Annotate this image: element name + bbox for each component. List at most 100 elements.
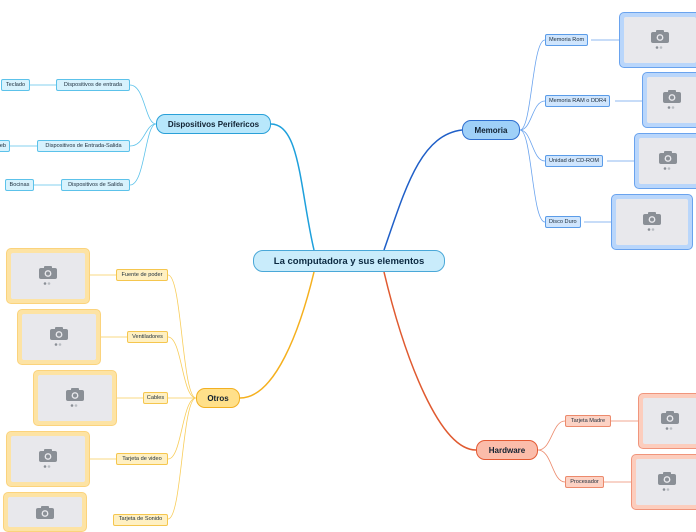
camera-icon — [50, 327, 68, 340]
subtopic-memoria-ram[interactable]: Memoria RAM o DDR4 — [545, 95, 611, 107]
image-fuente-de-poder[interactable] — [6, 248, 90, 304]
image-placeholder — [647, 77, 696, 123]
dots-icon — [663, 167, 671, 170]
subtopic-label: Tarjeta Madre — [570, 418, 606, 424]
camera-icon — [643, 212, 661, 225]
leaf-teclado[interactable]: Teclado — [1, 79, 30, 91]
image-disco-duro[interactable] — [611, 194, 693, 250]
image-placeholder — [643, 398, 696, 444]
image-memoria-ram[interactable] — [642, 72, 696, 128]
connector-hardware — [383, 271, 477, 451]
subtopic-label: Ventiladores — [132, 334, 163, 340]
subtopic-label: Fuente de poder — [121, 272, 163, 278]
camera-icon — [657, 472, 676, 485]
mind-map-connectors — [10, 39, 642, 520]
connector-madre — [537, 420, 566, 451]
image-placeholder — [38, 375, 112, 421]
topic-memoria[interactable]: Memoria — [462, 120, 520, 140]
subtopic-tarjeta-de-sonido[interactable]: Tarjeta de Sonido — [113, 514, 168, 526]
camera-icon — [39, 266, 57, 279]
image-cables[interactable] — [33, 370, 117, 426]
image-ventiladores[interactable] — [17, 309, 101, 365]
image-placeholder — [11, 436, 85, 482]
topic-memoria-label: Memoria — [474, 125, 508, 135]
connector-memoria-disco — [519, 129, 546, 223]
topic-dispositivos-perifericos[interactable]: Dispositivos Perifericos — [156, 114, 271, 134]
connector-entrada — [129, 84, 157, 125]
camera-icon — [66, 388, 84, 401]
image-placeholder — [636, 459, 696, 505]
subtopic-label: Memoria Rom — [549, 37, 585, 43]
image-memoria-rom[interactable] — [619, 12, 696, 68]
camera-icon — [36, 506, 54, 519]
leaf-label: Teclado — [5, 82, 26, 88]
connector-procesador — [537, 449, 566, 483]
connector-otros — [239, 271, 315, 399]
connector-perifericos — [270, 123, 315, 251]
image-placeholder — [616, 199, 688, 245]
subtopic-dispositivos-entrada[interactable]: Dispositivos de entrada — [56, 79, 130, 91]
subtopic-label: Procesador — [570, 479, 599, 485]
image-tarjeta-madre[interactable] — [638, 393, 696, 449]
camera-icon — [661, 411, 679, 424]
topic-otros[interactable]: Otros — [196, 388, 240, 408]
topic-perifericos-label: Dispositivos Perifericos — [167, 119, 260, 129]
central-topic[interactable]: La computadora y sus elementos — [253, 250, 445, 272]
subtopic-dispositivos-entrada-salida[interactable]: Dispositivos de Entrada-Salida — [37, 140, 130, 152]
connector-memoria — [383, 129, 463, 251]
subtopic-unidad-cd[interactable]: Unidad de CD-ROM — [545, 155, 604, 167]
connector-sonido — [167, 397, 197, 520]
dots-icon — [70, 404, 78, 407]
camera-icon — [663, 90, 681, 103]
camera-icon — [659, 151, 677, 164]
image-placeholder — [8, 497, 82, 527]
connector-fuente — [167, 274, 197, 399]
subtopic-memoria-rom[interactable]: Memoria Rom — [545, 34, 589, 46]
image-tarjeta-de-sonido[interactable] — [3, 492, 87, 532]
dots-icon — [43, 465, 51, 468]
dots-icon — [43, 282, 51, 285]
subtopic-label: Unidad de CD-ROM — [549, 158, 600, 164]
dots-icon — [667, 106, 675, 109]
topic-otros-label: Otros — [207, 393, 229, 403]
image-placeholder — [11, 253, 85, 299]
subtopic-ventiladores[interactable]: Ventiladores — [127, 331, 168, 343]
leaf-eb[interactable]: eb — [0, 140, 10, 152]
subtopic-label: Cables — [146, 395, 165, 401]
subtopic-label: Disco Duro — [549, 219, 577, 225]
subtopic-label: Tarjeta de Sonido — [118, 516, 163, 522]
connector-ventiladores — [167, 336, 197, 399]
subtopic-procesador[interactable]: Procesador — [565, 476, 604, 488]
subtopic-label: Dispositivos de Entrada-Salida — [45, 143, 122, 149]
image-procesador[interactable] — [631, 454, 696, 510]
connector-video — [167, 397, 197, 460]
dots-icon — [662, 488, 669, 491]
leaf-label: eb — [0, 143, 6, 149]
connector-memoria-cd — [519, 129, 546, 162]
subtopic-tarjeta-de-video[interactable]: Tarjeta de video — [116, 453, 168, 465]
subtopic-label: Dispositivos de Salida — [68, 182, 123, 188]
image-placeholder — [639, 138, 696, 184]
subtopic-cables[interactable]: Cables — [143, 392, 168, 404]
dots-icon — [54, 343, 62, 346]
connector-memoria-ram — [519, 100, 546, 131]
subtopic-disco-duro[interactable]: Disco Duro — [545, 216, 581, 228]
subtopic-label: Dispositivos de entrada — [63, 82, 123, 88]
dots-icon — [655, 46, 663, 49]
connector-salida — [129, 123, 157, 186]
subtopic-label: Tarjeta de video — [122, 456, 162, 462]
leaf-label: Bocinas — [9, 182, 30, 188]
subtopic-tarjeta-madre[interactable]: Tarjeta Madre — [565, 415, 611, 427]
topic-hardware[interactable]: Hardware — [476, 440, 538, 460]
subtopic-fuente-de-poder[interactable]: Fuente de poder — [116, 269, 168, 281]
topic-hardware-label: Hardware — [488, 445, 526, 455]
leaf-bocinas[interactable]: Bocinas — [5, 179, 34, 191]
image-unidad-cd[interactable] — [634, 133, 696, 189]
subtopic-dispositivos-salida[interactable]: Dispositivos de Salida — [61, 179, 130, 191]
image-tarjeta-de-video[interactable] — [6, 431, 90, 487]
camera-icon — [39, 449, 57, 462]
image-placeholder — [22, 314, 96, 360]
image-placeholder — [624, 17, 696, 63]
central-topic-label: La computadora y sus elementos — [273, 255, 425, 267]
camera-icon — [651, 30, 669, 43]
